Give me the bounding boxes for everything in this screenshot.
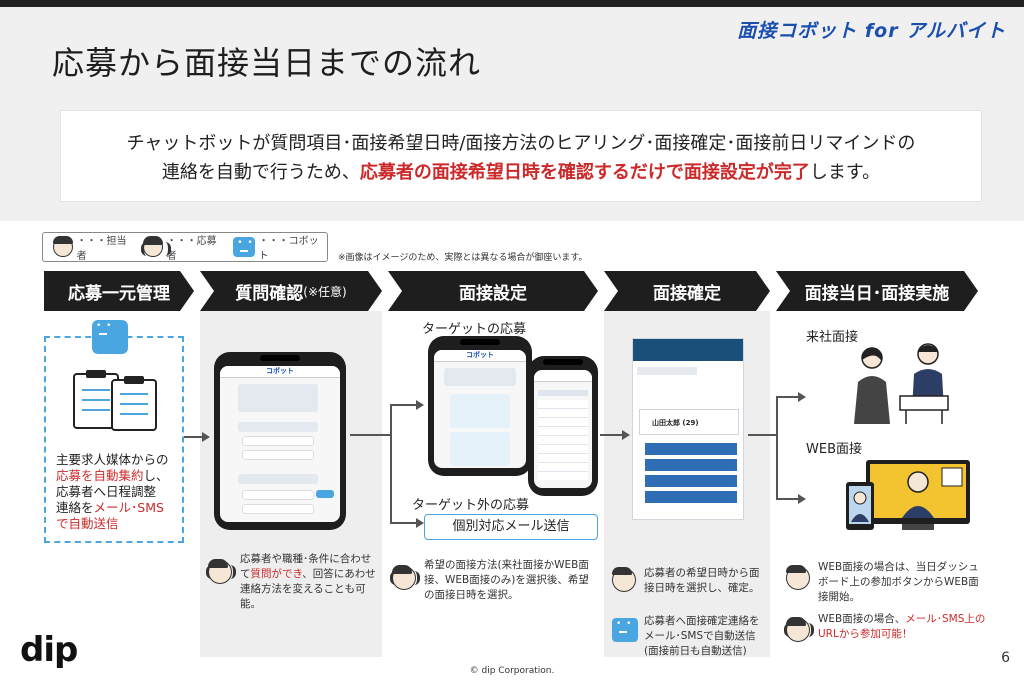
step-interview-setting: 面接設定 — [388, 271, 598, 311]
step-interview-confirm: 面接確定 — [604, 271, 770, 311]
flow-arrow — [600, 434, 624, 436]
top-bar — [0, 0, 1024, 7]
summary-box: チャットボットが質問項目･面接希望日時/面接方法のヒアリング･面接確定･面接前日… — [60, 110, 982, 202]
visit-interview-label: 来社面接 — [806, 330, 859, 345]
interview-day-description-2: WEB面接の場合、メール･SMS上のURLから参加可能！ — [818, 613, 986, 640]
setting-description: 希望の面接方法(来社面接かWEB面接、WEB面接のみ)を選択後、希望の面接日時を… — [424, 559, 589, 601]
aggregation-text: 主要求人媒体からの 応募を自動集約し、 応募者へ日程調整 連絡をメール･SMS … — [56, 452, 169, 531]
bot-icon — [612, 618, 638, 642]
flow-arrow — [748, 434, 776, 436]
web-interview-label: WEB面接 — [806, 442, 862, 457]
arrowhead-icon — [416, 518, 424, 528]
summary-line-2: 連絡を自動で行うため、応募者の面接希望日時を確認するだけで面接設定が完了します。 — [161, 162, 881, 183]
bot-icon-large — [92, 320, 128, 354]
confirm-description-2: 応募者へ面接確定連絡をメール･SMSで自動送信(面接前日も自動送信) — [644, 615, 760, 657]
legend-staff: ・・・担当者 — [53, 232, 135, 262]
aggregation-box — [44, 336, 184, 543]
dip-logo: dip — [20, 630, 78, 670]
copyright: © dip Corporation. — [469, 666, 555, 676]
arrowhead-icon — [798, 494, 806, 504]
step-application-management: 応募一元管理 — [44, 271, 194, 311]
phone-calendar-mockup — [528, 356, 598, 496]
step-question-check: 質問確認(※任意) — [200, 271, 382, 311]
visit-interview-illustration — [854, 343, 949, 424]
applicant-icon — [141, 236, 171, 257]
legend-applicant: ・・・応募者 — [141, 232, 225, 262]
individual-mail-box: 個別対応メール送信 — [424, 514, 598, 540]
phone-interview-type-mockup: コボット — [428, 336, 532, 476]
staff-icon — [53, 236, 73, 257]
page-title: 応募から面接当日までの流れ — [52, 44, 482, 82]
question-description: 応募者や職種･条件に合わせて質問ができ、回答にあわせ連絡方法を変えることも可能。 — [240, 553, 376, 610]
arrowhead-icon — [416, 400, 424, 410]
legend-bot: ・・・コボット — [233, 232, 327, 262]
arrowhead-icon — [798, 392, 806, 402]
applicant-icon — [390, 565, 420, 590]
confirm-description-1: 応募者の希望日時から面接日時を選択し、確定。 — [644, 567, 760, 594]
arrowhead-icon — [202, 432, 210, 442]
step-interview-day: 面接当日･面接実施 — [776, 271, 978, 311]
non-target-label: ターゲット外の応募 — [412, 498, 530, 513]
staff-icon — [786, 565, 810, 590]
flow-arrow — [350, 434, 390, 436]
phone-chat-mockup: コボット — [214, 352, 346, 530]
clipboard-icon — [73, 370, 157, 431]
applicant-icon — [206, 559, 236, 584]
target-label: ターゲットの応募 — [422, 322, 527, 337]
arrowhead-icon — [622, 430, 630, 440]
flow-arrow — [184, 436, 204, 438]
applicant-icon — [784, 617, 814, 642]
summary-highlight: 応募者の面接希望日時を確認するだけで面接設定が完了 — [359, 162, 810, 183]
legend: ・・・担当者 ・・・応募者 ・・・コボット — [42, 232, 328, 262]
bot-icon — [233, 237, 255, 257]
brand-logo: 面接コボット for アルバイト — [737, 20, 1006, 42]
summary-line-1: チャットボットが質問項目･面接希望日時/面接方法のヒアリング･面接確定･面接前日… — [126, 133, 916, 154]
page-number: 6 — [1001, 650, 1010, 666]
staff-icon — [612, 567, 636, 592]
image-note: ※画像はイメージのため、実際とは異なる場合が御座います。 — [338, 253, 588, 263]
web-interview-illustration — [846, 460, 970, 530]
dashboard-mockup: 山田太郎 (29) — [632, 338, 744, 520]
interview-day-description-1: WEB面接の場合は、当日ダッシュボード上の参加ボタンからWEB面接開始。 — [818, 561, 979, 603]
